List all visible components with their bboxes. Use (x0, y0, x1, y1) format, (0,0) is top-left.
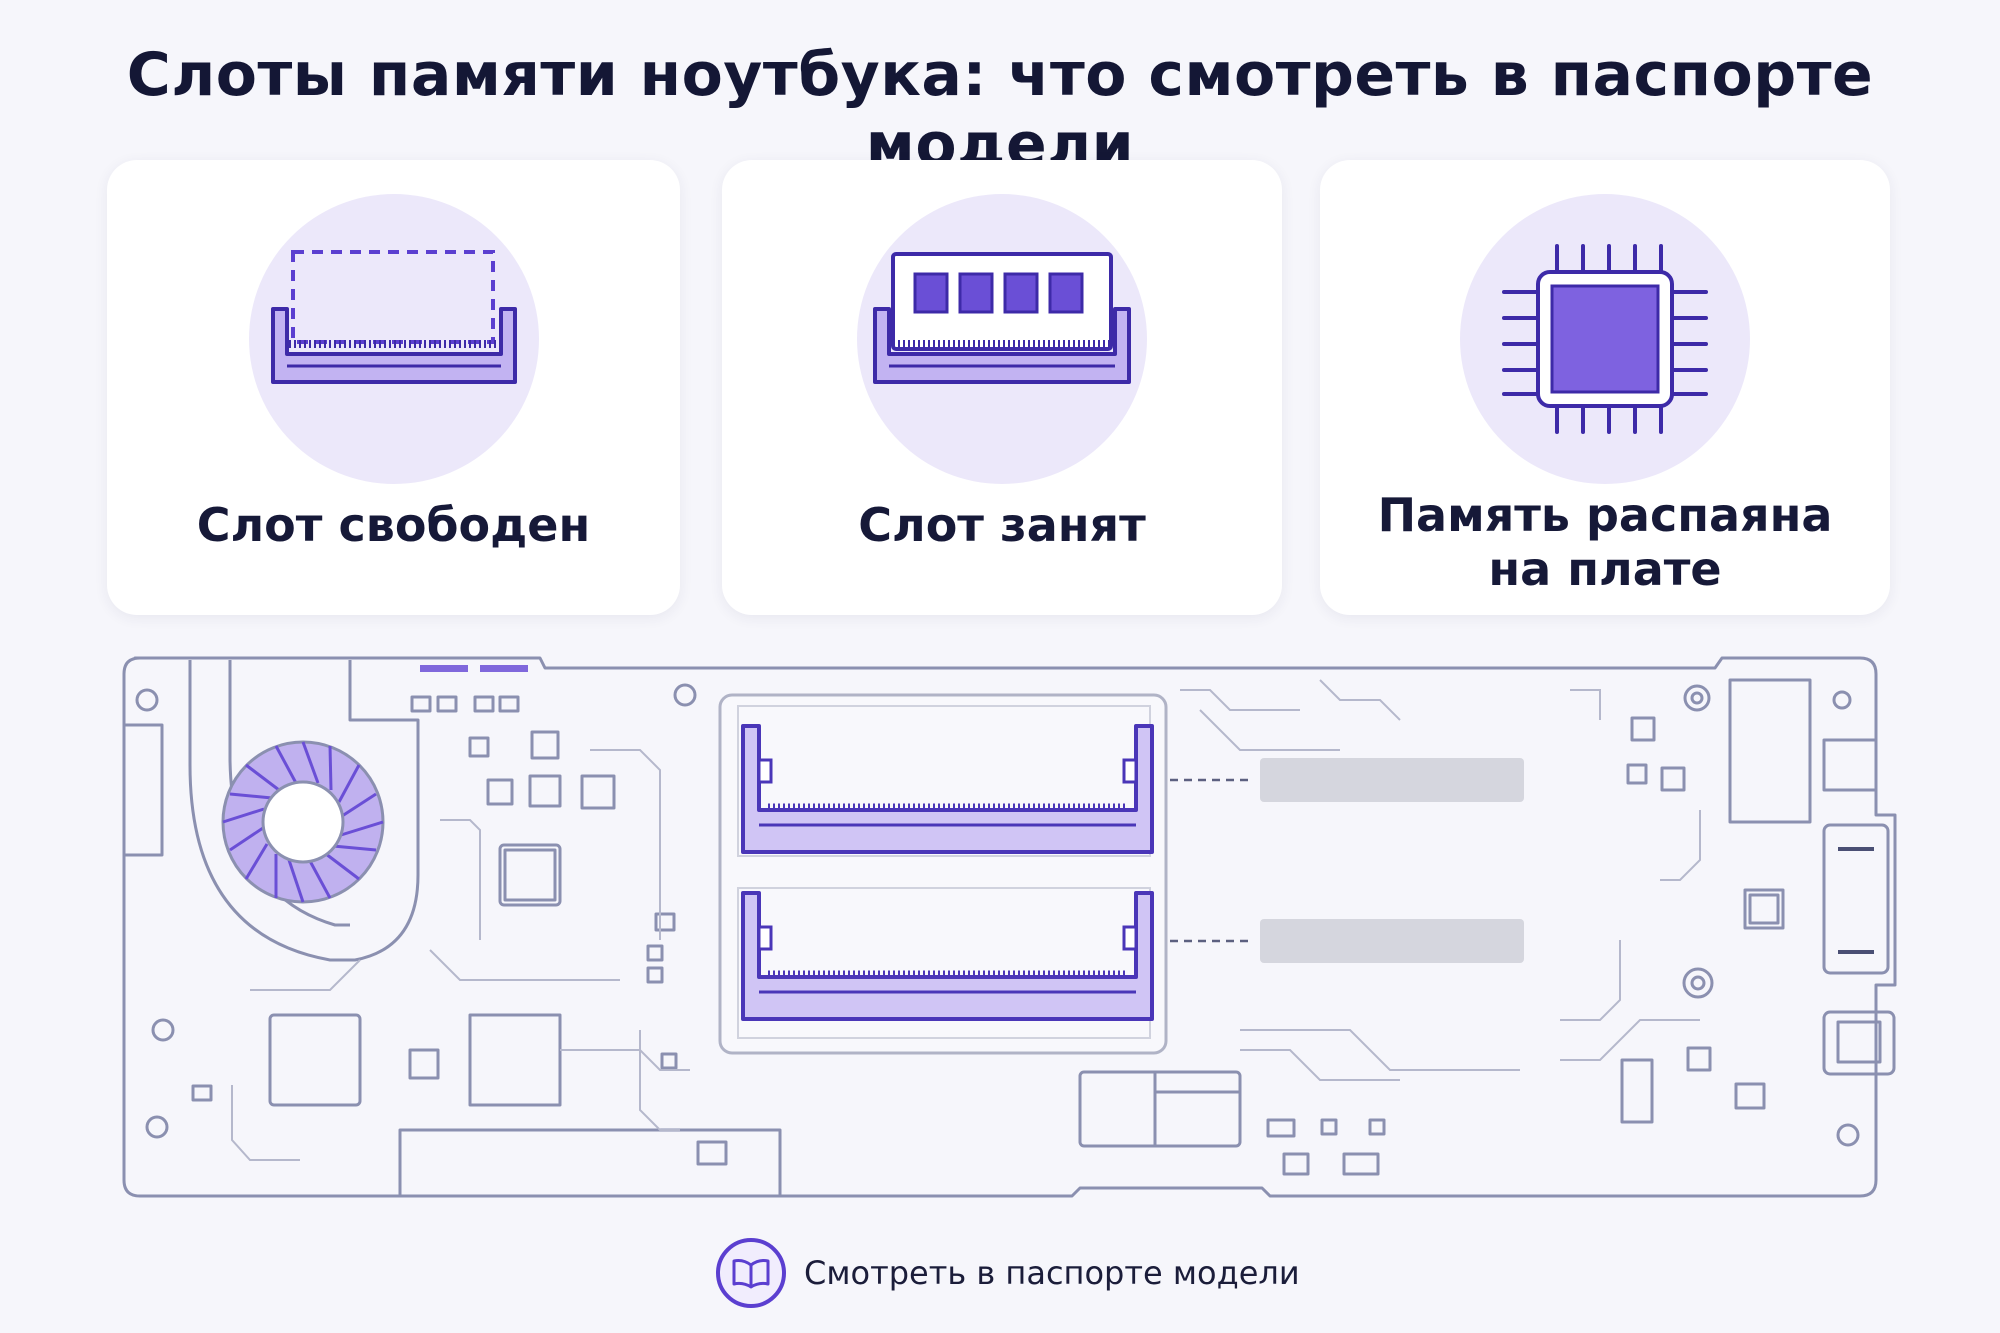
page-title: Слоты памяти ноутбука: что смотреть в па… (126, 40, 1874, 180)
card-slot-occupied: Слот занят (722, 160, 1282, 615)
card-halo (249, 194, 539, 484)
motherboard-svg (122, 656, 1897, 1198)
ram-slot-area (718, 693, 1168, 1055)
placeholder-bar-upper (1260, 758, 1524, 802)
card-soldered-memory: Память распаяна на плате (1320, 160, 1890, 615)
empty-slot-icon (271, 250, 517, 384)
card-label: Слот свободен (196, 498, 591, 552)
card-label-line1: Память распаяна (1377, 488, 1833, 542)
ram-module-icon (873, 252, 1131, 384)
card-slot-free: Слот свободен (107, 160, 680, 615)
fan-icon (221, 740, 385, 904)
lower-sodimm-slot (741, 891, 1154, 1021)
card-label: Слот занят (858, 498, 1146, 552)
footer-link[interactable]: Смотреть в паспорте модели (716, 1236, 1300, 1310)
placeholder-bar-lower (1260, 919, 1524, 963)
book-icon (716, 1238, 786, 1308)
soldered-chip-icon (1502, 244, 1708, 434)
card-label-line2: на плате (1488, 542, 1722, 596)
footer-text[interactable]: Смотреть в паспорте модели (804, 1254, 1300, 1292)
board-outline (122, 656, 1897, 1198)
upper-sodimm-slot (741, 724, 1154, 854)
fan-housing (188, 660, 420, 962)
motherboard-illustration (0, 640, 2000, 1200)
